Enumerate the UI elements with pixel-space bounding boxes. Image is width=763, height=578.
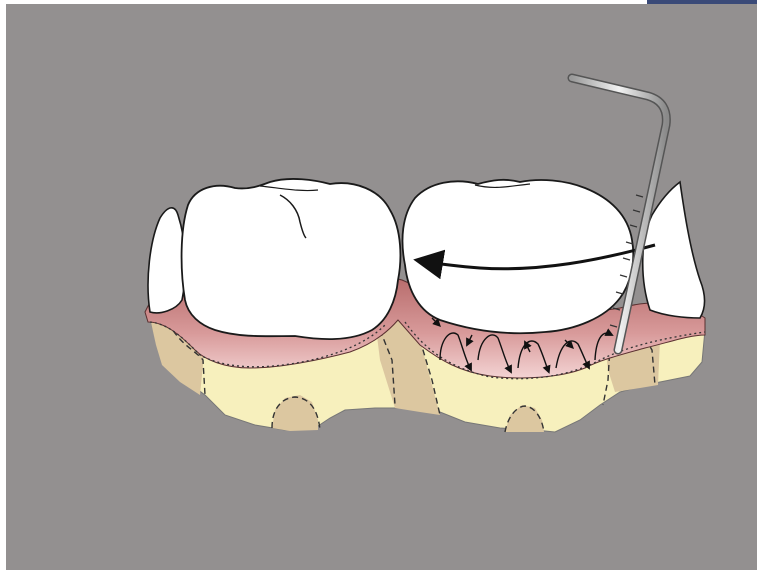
right-molar [402, 180, 633, 333]
left-partial-tooth [148, 208, 185, 313]
